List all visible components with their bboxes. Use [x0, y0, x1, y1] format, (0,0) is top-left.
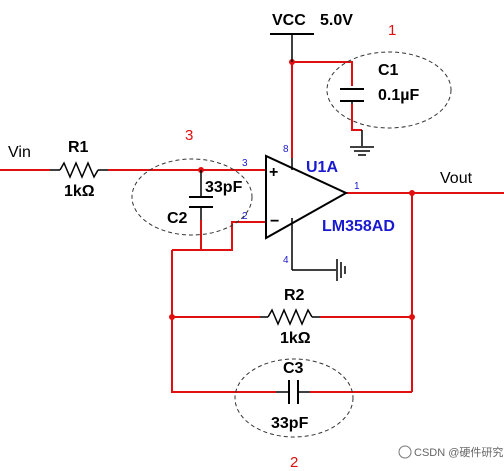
watermark-text: CSDN @硬件研究院 [414, 445, 504, 459]
pin-label-inv: 2 [242, 211, 248, 222]
r1-ref: R1 [68, 139, 89, 156]
vcc-supply[interactable]: VCC 5.0V [270, 12, 353, 62]
c1-ref: C1 [378, 62, 399, 79]
highlight-c2 [131, 158, 253, 236]
c3-value: 33pF [271, 415, 309, 432]
c2-value: 33pF [205, 179, 243, 196]
c2-capacitor[interactable]: 33pF C2 [167, 170, 243, 227]
opamp-u1a[interactable]: + − 3 2 8 4 1 U1A LM358AD [242, 144, 395, 270]
wire-c1-gnd [351, 104, 362, 131]
vcc-name: VCC [272, 12, 306, 29]
pin-label-noninv: 3 [242, 158, 248, 169]
opamp-triangle [265, 154, 349, 240]
wires [0, 61, 504, 393]
wire-feedback-left-bus [171, 250, 276, 393]
opamp-ref: U1A [306, 159, 338, 176]
highlight-c1 [326, 51, 452, 129]
opamp-part: LM358AD [322, 218, 395, 235]
vcc-voltage: 5.0V [320, 12, 353, 29]
ground-symbol-opamp [292, 259, 346, 281]
pin-label-vcc: 8 [283, 144, 289, 155]
marker-2: 2 [290, 454, 298, 471]
highlight-ellipses [131, 51, 452, 438]
marker-3: 3 [185, 127, 193, 144]
wire-inv-feedback-node [172, 221, 266, 251]
watermark: CSDN @硬件研究院 [398, 445, 504, 459]
junction-dot [409, 190, 415, 196]
r2-ref: R2 [284, 287, 305, 304]
opamp-minus-sign: − [270, 213, 279, 230]
junction-dot [409, 314, 415, 320]
r1-resistor[interactable]: R1 1kΩ [50, 139, 108, 200]
r1-zigzag [59, 161, 99, 179]
c1-capacitor[interactable]: C1 0.1µF [340, 62, 419, 104]
r2-value: 1kΩ [280, 330, 311, 347]
r2-zigzag [267, 308, 313, 326]
c2-ref: C2 [167, 210, 188, 227]
ground-symbol-c1 [350, 130, 374, 156]
r1-value: 1kΩ [64, 183, 95, 200]
wire-vcc-to-c1 [292, 61, 353, 86]
marker-1: 1 [388, 22, 396, 39]
opamp-plus-sign: + [269, 164, 278, 181]
r2-resistor[interactable]: R2 1kΩ [260, 287, 320, 347]
junction-dot [169, 314, 175, 320]
c3-ref: C3 [283, 360, 304, 377]
pin-label-gnd: 4 [283, 255, 289, 266]
pin-label-out: 1 [354, 181, 360, 192]
highlight-c3 [234, 358, 354, 438]
c1-value: 0.1µF [378, 87, 419, 104]
c3-capacitor[interactable]: C3 33pF [271, 360, 310, 432]
output-label: Vout [440, 170, 473, 187]
wechat-logo-icon [398, 445, 412, 459]
input-label: Vin [8, 144, 31, 161]
